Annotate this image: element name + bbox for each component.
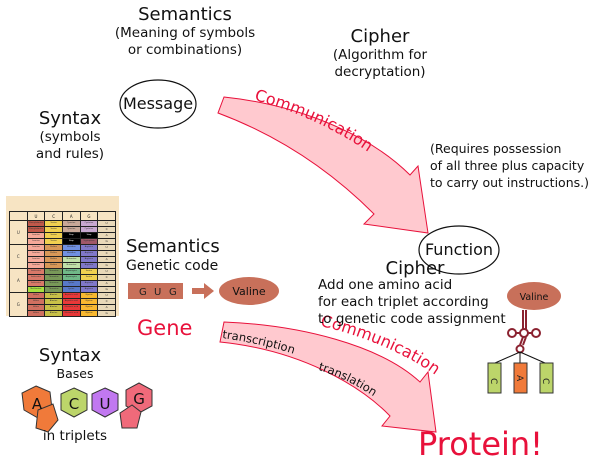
svg-text:G: G [133, 390, 145, 408]
corner-cell [97, 211, 116, 221]
codon-letter: G [139, 287, 147, 298]
anticodon-base [539, 362, 554, 394]
protein-label: Protein! [418, 425, 543, 463]
third-letter-cell: G [97, 310, 116, 317]
trna-valine-label: Valine [520, 292, 549, 303]
trna-valine-ellipse [507, 282, 561, 310]
svg-text:U: U [100, 395, 111, 413]
anticodon-base [487, 362, 502, 394]
bases-label: Bases [56, 366, 94, 381]
function-ellipse [418, 225, 500, 275]
requirement-line: (Requires possession [430, 141, 562, 156]
syntax-block: Syntax (symbols and rules) [30, 108, 110, 163]
genetic-code-label: Genetic code [126, 258, 219, 274]
codon-letter: U [154, 287, 161, 298]
gene-label: Gene [137, 316, 193, 340]
anticodon-connectors [494, 351, 546, 364]
semantics-desc: (Meaning of symbols [114, 25, 256, 41]
valine-ellipse [219, 277, 279, 305]
valine-label: Valine [232, 285, 265, 298]
cipher-desc: (Algorithm for [332, 47, 428, 63]
amino-acid-cell: Phenylalanine [26, 220, 46, 227]
codon-to-amino-arrow [192, 283, 214, 299]
communication-arrow-top [217, 96, 429, 234]
function-label: Function [424, 240, 494, 259]
anticodon-base [513, 362, 528, 394]
syntax-title: Syntax [38, 108, 102, 129]
bottom-syntax-title: Syntax [38, 345, 102, 366]
anticodon-letter: C [488, 378, 498, 384]
first-letter-cell: A [9, 268, 28, 293]
communication-arrow-bottom [219, 321, 437, 433]
svg-text:A: A [32, 395, 43, 413]
semantics-block: Semantics (Meaning of symbols or combina… [110, 4, 260, 59]
base-C: C [60, 387, 88, 418]
first-letter-cell: U [9, 220, 28, 245]
base-A: A [21, 385, 59, 433]
semantics-title: Semantics [138, 4, 232, 25]
amino-acid-cell: Alanine [44, 310, 63, 317]
table-header-labels [9, 199, 116, 211]
cipher-line: Add one amino acid [318, 277, 453, 293]
cipher-line: to genetic code assignment [318, 311, 506, 327]
cipher-block: Cipher (Algorithm for decryptation) [320, 26, 440, 81]
trna-structure [507, 310, 541, 354]
column-header: G [79, 211, 99, 221]
requirement-line: of all three plus capacity [430, 158, 585, 173]
message-label: Message [122, 94, 194, 113]
semantics-desc: or combinations) [127, 42, 243, 58]
cipher-title: Cipher [350, 26, 410, 47]
bottom-semantics-block: Semantics Genetic code [126, 236, 220, 274]
bottom-cipher-title: Cipher [385, 258, 445, 279]
column-header: C [44, 211, 63, 221]
first-letter-cell: C [9, 244, 28, 269]
anticodon-letter: A [514, 375, 524, 382]
bottom-cipher-desc: Add one amino acid for each triplet acco… [318, 277, 506, 328]
column-header: A [61, 211, 81, 221]
first-letter-cell: G [9, 292, 28, 317]
svg-text:C: C [69, 395, 79, 413]
codon-box [128, 283, 183, 299]
column-header: U [26, 211, 46, 221]
base-G: G [119, 382, 153, 429]
requirement-note: (Requires possession of all three plus c… [430, 140, 602, 191]
codon-letter: G [169, 287, 177, 298]
amino-acid-cell: Valine [26, 310, 46, 317]
cipher-desc: decryptation) [334, 64, 426, 80]
message-ellipse [119, 79, 197, 129]
requirement-line: to carry out instructions.) [430, 175, 589, 190]
amino-acid-cell: Aspartic acid [61, 292, 81, 299]
amino-acid-cell: Glutamic acid [61, 310, 81, 317]
amino-acid-cell: Aspartic acid [61, 298, 81, 305]
amino-acid-cell: Glycine [79, 310, 99, 317]
cipher-line: for each triplet according [318, 294, 489, 310]
amino-acid-cell: Glutamic acid [61, 304, 81, 311]
triplets-label: in triplets [42, 428, 108, 444]
base-U: U [91, 387, 119, 418]
amino-acid-cell: Phenylalanine [26, 226, 46, 233]
corner-cell [9, 211, 28, 221]
syntax-desc: and rules) [35, 146, 105, 162]
syntax-desc: (symbols [39, 129, 101, 145]
bottom-semantics-title: Semantics [126, 236, 220, 257]
anticodon-letter: C [540, 378, 550, 384]
